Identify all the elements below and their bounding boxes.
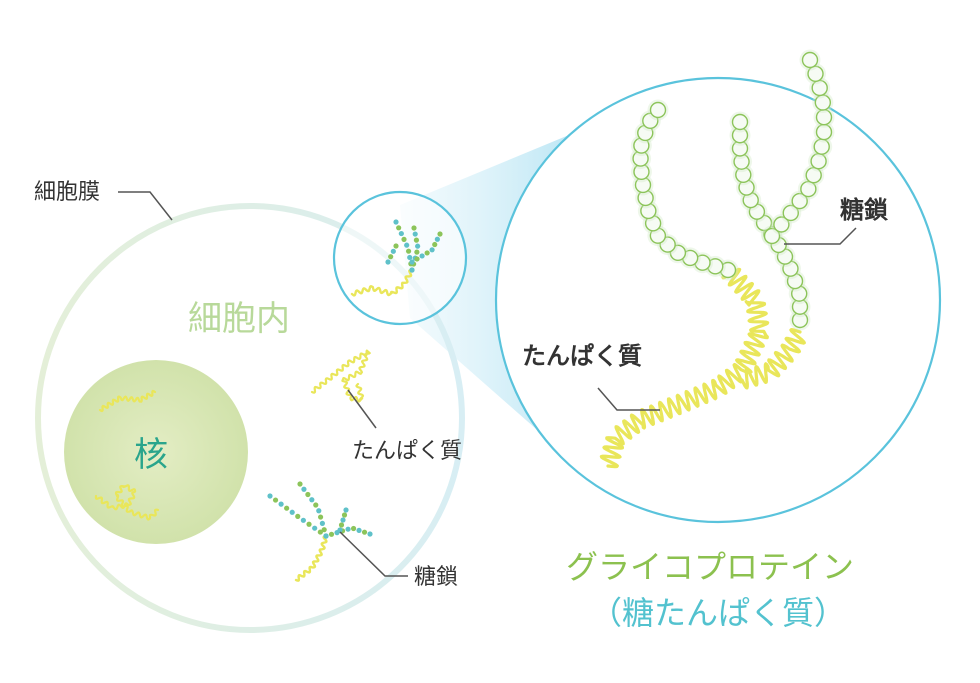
- cytoplasm-label: 細胞内: [188, 299, 290, 339]
- zoom-source-circle: [332, 190, 468, 326]
- small-sugar-chain: [267, 481, 373, 582]
- membrane-label: 細胞膜: [34, 180, 100, 205]
- glycoprotein-subtitle: （糖たんぱく質）: [590, 594, 846, 632]
- zoom-detail-circle: [494, 76, 942, 524]
- sugar-chain-large-label: 糖鎖: [840, 196, 889, 224]
- nucleus: [64, 360, 248, 544]
- sugar-chain-small-label: 糖鎖: [414, 565, 458, 590]
- nucleus-protein-strands: [94, 389, 160, 521]
- zoom-source-glycoprotein: [350, 219, 443, 297]
- cell-membrane: [35, 203, 465, 633]
- nucleus-label: 核: [134, 435, 168, 475]
- protein-large-label: たんぱく質: [522, 342, 642, 370]
- protein-small-label: たんぱく質: [352, 439, 462, 464]
- protein-large-leader-line: [597, 387, 660, 411]
- sugar-chain-small-leader-line: [339, 531, 408, 577]
- sugar-chain-large-leader-line: [784, 227, 857, 245]
- large-glycoprotein: [599, 49, 835, 469]
- membrane-leader-line: [118, 191, 173, 221]
- glycoprotein-title: グライコプロテイン: [566, 548, 854, 586]
- protein-small-leader-line: [347, 389, 377, 429]
- small-protein-strand: [310, 349, 371, 403]
